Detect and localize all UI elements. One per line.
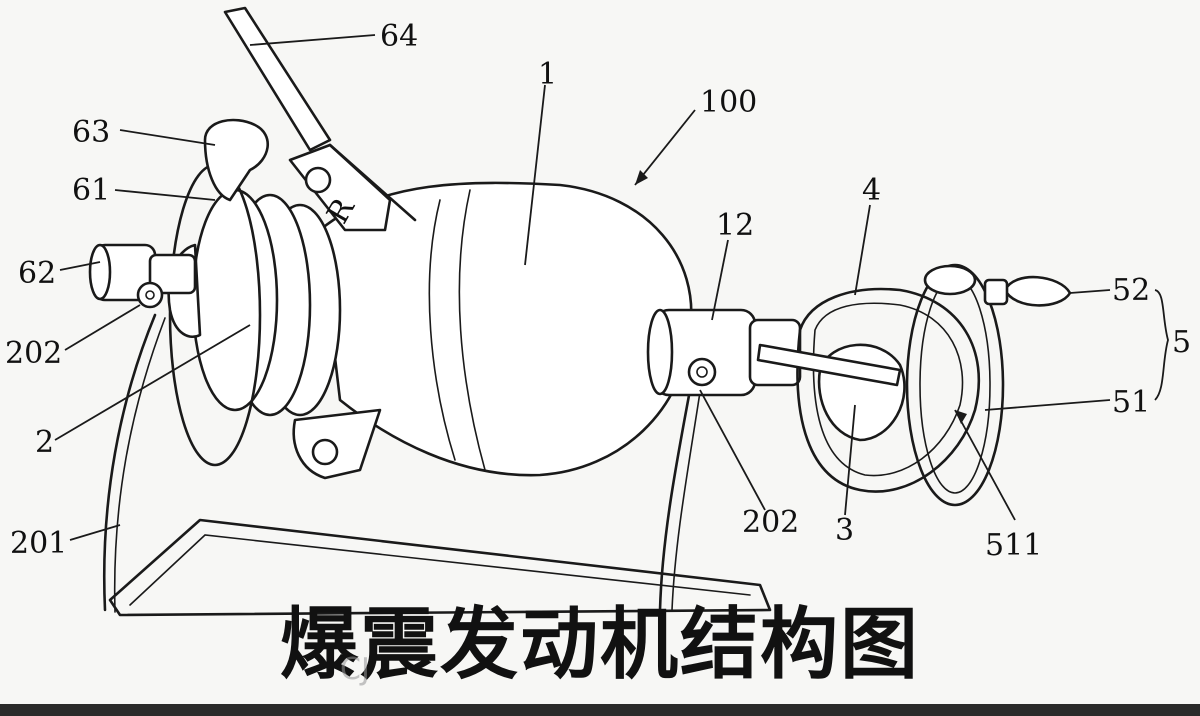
label-1: 1 — [538, 57, 557, 92]
label-201: 201 — [10, 526, 67, 561]
support-wire-201 — [102, 313, 157, 612]
label-202-left: 202 — [5, 336, 62, 371]
label-12: 12 — [716, 208, 754, 243]
base-rod — [108, 518, 772, 617]
label-62: 62 — [18, 256, 56, 291]
rod — [756, 343, 902, 387]
cage-4 — [796, 287, 981, 493]
label-5: 5 — [1172, 325, 1191, 360]
lower-lug — [292, 408, 382, 480]
label-202-right: 202 — [742, 505, 799, 540]
label-2: 2 — [35, 425, 54, 460]
label-63: 63 — [72, 115, 110, 150]
label-51: 51 — [1112, 385, 1150, 420]
label-4: 4 — [862, 173, 881, 208]
watermark: CJ — [340, 652, 370, 687]
label-511: 511 — [985, 528, 1042, 563]
label-100: 100 — [700, 85, 757, 120]
bracket-63 — [203, 118, 270, 202]
lever-64 — [223, 6, 332, 152]
bracket-202-left — [136, 281, 164, 309]
ring-rear-3 — [191, 188, 279, 412]
bracket-202-right — [687, 357, 717, 387]
mount-plate — [288, 143, 392, 232]
tip-52 — [1003, 275, 1072, 307]
label-64: 64 — [380, 19, 418, 54]
label-52: 52 — [1112, 273, 1150, 308]
bottom-bar — [0, 704, 1200, 716]
label-61: 61 — [72, 173, 110, 208]
diagram-caption: 爆震发动机结构图 — [279, 600, 920, 690]
label-3: 3 — [835, 513, 854, 548]
support-wire-right — [658, 388, 692, 612]
